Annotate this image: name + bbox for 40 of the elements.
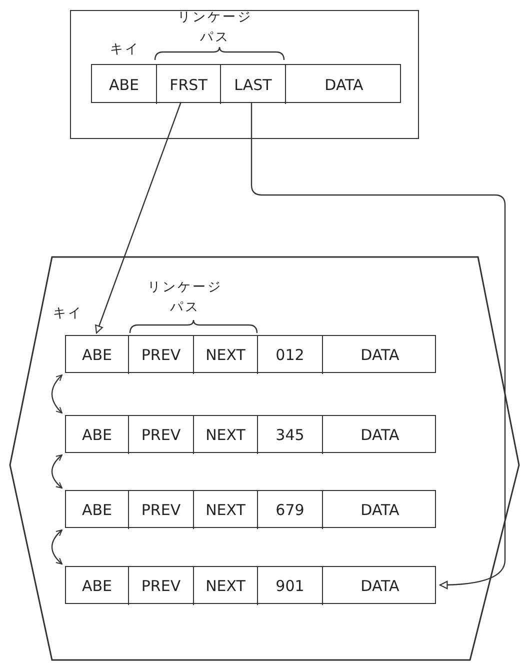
field-cell: DATA [323, 336, 437, 374]
record-row [91, 64, 401, 103]
file-box [70, 10, 419, 139]
record-row [65, 566, 436, 604]
field-cell: PREV [129, 491, 194, 529]
field-cell: ABE [66, 416, 129, 454]
field-cell: ABE [66, 567, 129, 605]
record-row [65, 415, 436, 453]
field-cell: PREV [129, 567, 194, 605]
field-cell: NEXT [194, 567, 258, 605]
field-cell: NEXT [194, 491, 258, 529]
arrow [250, 102, 506, 590]
field-cell: NEXT [194, 336, 258, 374]
field-cell: FRST [157, 65, 221, 104]
field-cell: PREV [129, 416, 194, 454]
field-cell: 012 [258, 336, 323, 374]
field-cell: ABE [92, 65, 157, 104]
field-cell: DATA [323, 567, 437, 605]
arrow [51, 454, 62, 488]
field-cell: DATA [286, 65, 402, 104]
field-cell: DATA [323, 416, 437, 454]
field-cell: 345 [258, 416, 323, 454]
field-cell: 679 [258, 491, 323, 529]
record-row [65, 335, 436, 373]
field-cell: ABE [66, 336, 129, 374]
record-row [65, 490, 436, 528]
hexagon-frame [10, 257, 519, 660]
annotation-label: リンケージパス [176, 9, 254, 47]
field-cell: ABE [66, 491, 129, 529]
field-cell: LAST [221, 65, 286, 104]
annotation-label: キイ [52, 305, 84, 323]
arrow [51, 530, 62, 564]
field-cell: NEXT [194, 416, 258, 454]
annotation-label: キイ [109, 41, 141, 59]
field-cell: PREV [129, 336, 194, 374]
field-cell: DATA [323, 491, 437, 529]
annotation-label: リンケージパス [146, 279, 224, 317]
arrow [95, 102, 182, 334]
arrow [51, 374, 62, 414]
field-cell: 901 [258, 567, 323, 605]
